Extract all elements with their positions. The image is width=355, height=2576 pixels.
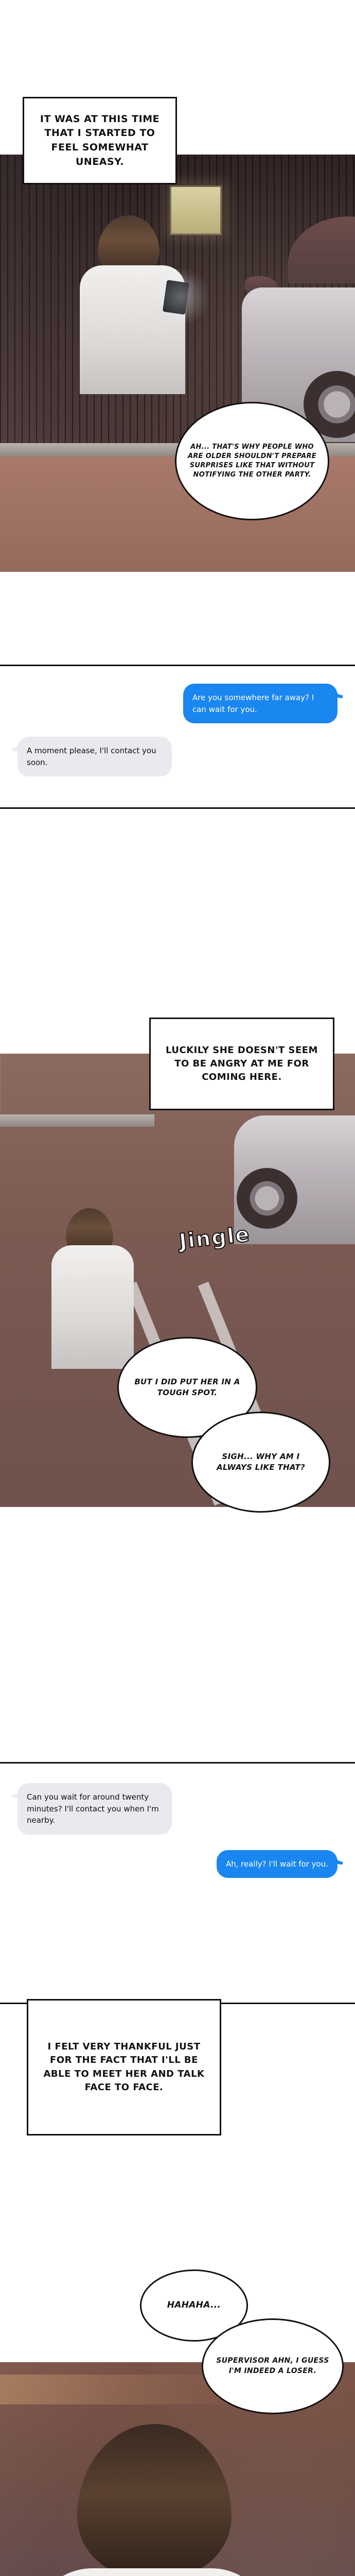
caption-not-angry: LUCKILY SHE DOESN'T SEEM TO BE ANGRY AT …	[149, 1018, 334, 1110]
parked-car-wheel	[237, 1168, 297, 1229]
caption-not-angry-text: LUCKILY SHE DOESN'T SEEM TO BE ANGRY AT …	[166, 1044, 318, 1083]
lit-window	[170, 185, 222, 235]
chat-bubble-outgoing[interactable]: Ah, really? I'll wait for you.	[216, 1850, 338, 1878]
bubble-sigh-text: SIGH... WHY AM I ALWAYS LIKE THAT?	[217, 1452, 305, 1472]
curb-edge	[0, 1114, 154, 1127]
panel-night-street	[0, 155, 355, 572]
caption-thankful-text: I FELT VERY THANKFUL JUST FOR THE FACT T…	[43, 2041, 205, 2093]
sidewalk-tiles	[0, 1054, 149, 1115]
bubble-supervisor-ahn: SUPERVISOR AHN, I GUESS I'M INDEED A LOS…	[202, 2318, 344, 2414]
bubble-sigh: SIGH... WHY AM I ALWAYS LIKE THAT?	[191, 1412, 330, 1513]
chat-bubble-incoming[interactable]: A moment please, I'll contact you soon.	[17, 737, 172, 776]
character-shirt	[51, 1245, 134, 1369]
chat-panel-one: Are you somewhere far away? I can wait f…	[0, 665, 355, 809]
bubble-supervisor-ahn-text: SUPERVISOR AHN, I GUESS I'M INDEED A LOS…	[216, 2357, 329, 2375]
bubble-tough-spot-text: BUT I DID PUT HER IN A TOUGH SPOT.	[134, 1377, 240, 1397]
bubble-hahaha-text: HAHAHA...	[167, 2300, 221, 2311]
chat-bubble-incoming[interactable]: Can you wait for around twenty minutes? …	[17, 1783, 172, 1835]
caption-thankful: I FELT VERY THANKFUL JUST FOR THE FACT T…	[27, 1999, 221, 2136]
bubble-surprises-text: AH... THAT'S WHY PEOPLE WHO ARE OLDER SH…	[187, 443, 316, 479]
caption-uneasy-text: IT WAS AT THIS TIME THAT I STARTED TO FE…	[40, 113, 160, 167]
panel-character-closeup	[0, 2362, 355, 2576]
character-head-front	[77, 2424, 232, 2576]
bubble-surprises: AH... THAT'S WHY PEOPLE WHO ARE OLDER SH…	[175, 402, 329, 520]
character-white-shirt	[31, 2568, 273, 2576]
phone-glow	[152, 266, 209, 328]
chat-panel-two: Can you wait for around twenty minutes? …	[0, 1762, 355, 2004]
chat-bubble-outgoing[interactable]: Are you somewhere far away? I can wait f…	[183, 684, 338, 723]
caption-uneasy: IT WAS AT THIS TIME THAT I STARTED TO FE…	[23, 97, 177, 184]
